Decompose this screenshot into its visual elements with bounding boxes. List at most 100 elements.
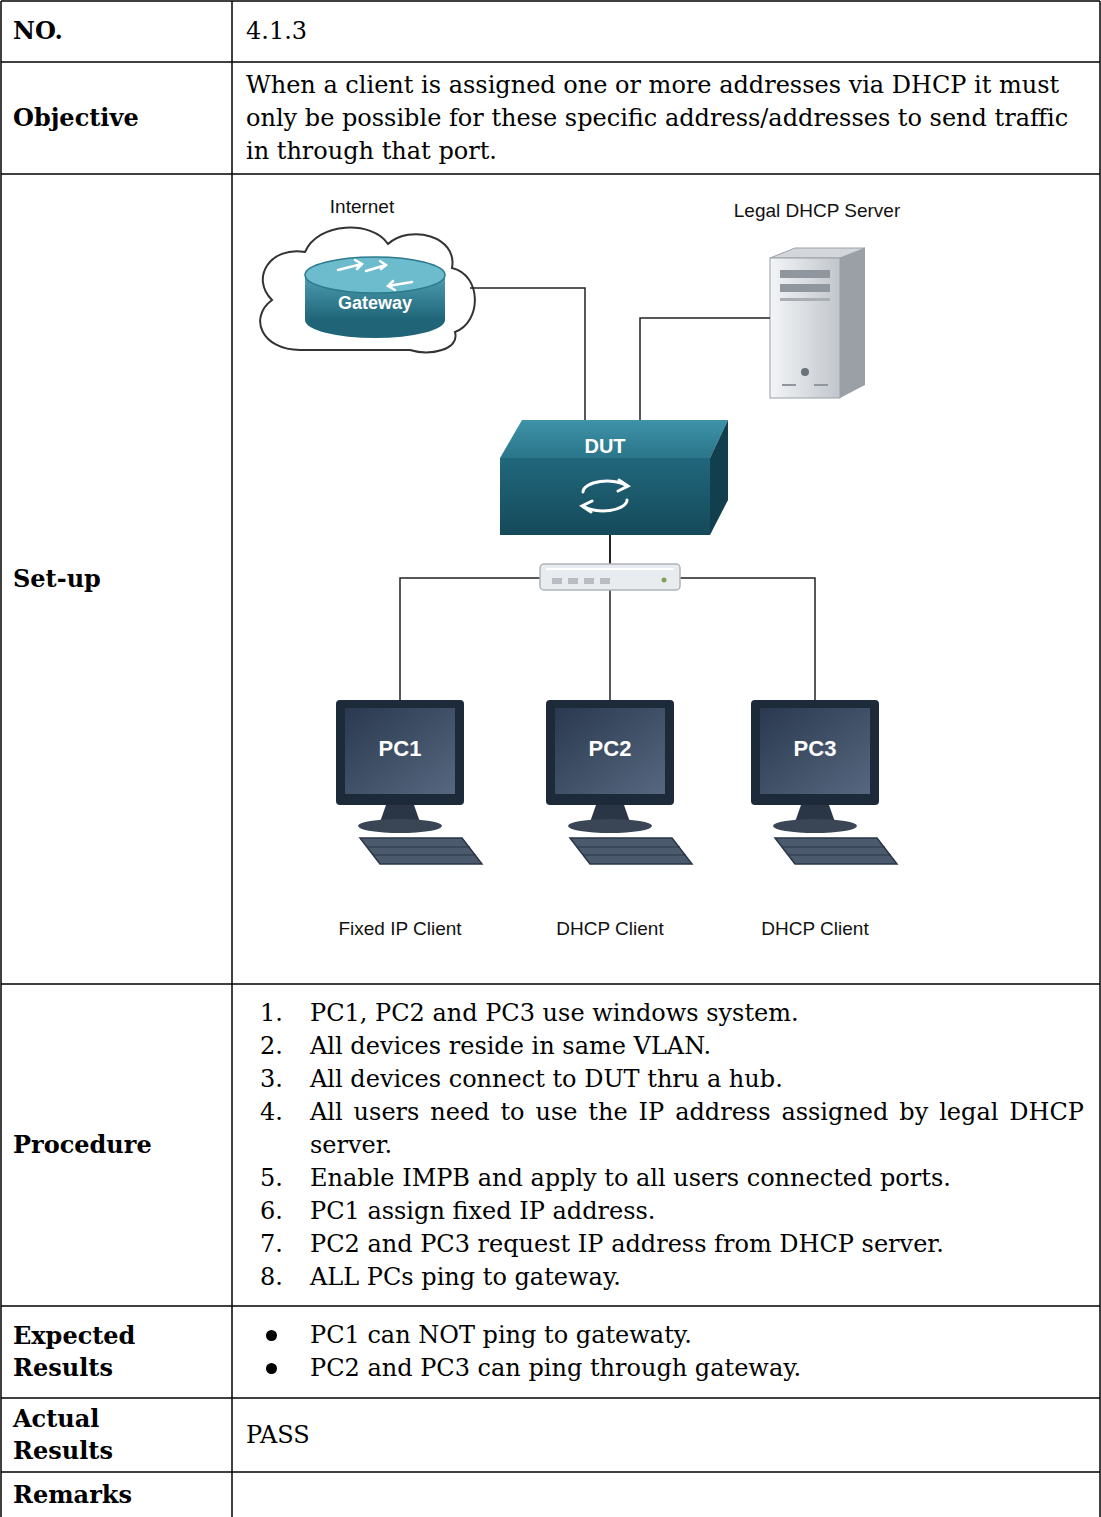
row-body-cell: 4.1.3 bbox=[232, 0, 1100, 62]
server-tower bbox=[780, 298, 830, 301]
row-body-cell: 1.PC1, PC2 and PC3 use windows system.2.… bbox=[232, 984, 1100, 1306]
table-rule bbox=[1, 1397, 1100, 1399]
pc-node: PC3DHCP Client bbox=[751, 700, 879, 805]
step-text: ALL PCs ping to gateway. bbox=[310, 1261, 1084, 1294]
row-header: Remarks bbox=[13, 1479, 132, 1511]
pc-node: PC2DHCP Client bbox=[546, 700, 674, 805]
procedure-step: 5.Enable IMPB and apply to all users con… bbox=[246, 1162, 1084, 1195]
node-text-holder: Internet bbox=[330, 196, 394, 218]
node-text-holder: PC3 bbox=[794, 736, 837, 761]
pc-icon bbox=[336, 700, 482, 864]
step-number: 8. bbox=[246, 1261, 310, 1294]
pc-icon bbox=[546, 700, 692, 864]
table-rule bbox=[1, 61, 1100, 63]
row-header-cell: Actual Results bbox=[1, 1398, 232, 1472]
node-text-holder: DHCP Client bbox=[556, 918, 663, 940]
node-caption: Fixed IP Client bbox=[338, 918, 461, 940]
dut-switch-node: DUT bbox=[500, 420, 728, 535]
table-rule bbox=[0, 1, 2, 1517]
router-icon bbox=[338, 260, 362, 270]
dhcp-server-node: Legal DHCP Server bbox=[770, 248, 865, 398]
node-text-holder: PC2 bbox=[589, 736, 632, 761]
node-caption: DHCP Client bbox=[761, 918, 868, 940]
table-rule bbox=[1099, 1, 1101, 1517]
step-number: 6. bbox=[246, 1195, 310, 1228]
network-link bbox=[400, 535, 610, 700]
table-rule bbox=[1, 173, 1100, 175]
procedure-step: 2.All devices reside in same VLAN. bbox=[246, 1030, 1084, 1063]
procedure-step: 1.PC1, PC2 and PC3 use windows system. bbox=[246, 997, 1084, 1030]
node-caption: Legal DHCP Server bbox=[734, 200, 901, 222]
server-tower bbox=[782, 384, 796, 386]
cell-text: PASS bbox=[246, 1419, 310, 1452]
row-header-cell: Set-up bbox=[1, 174, 232, 984]
step-text: All devices connect to DUT thru a hub. bbox=[310, 1063, 1084, 1096]
hub-icon bbox=[552, 578, 562, 584]
row-header: Objective bbox=[13, 102, 139, 134]
step-number: 3. bbox=[246, 1063, 310, 1096]
pc-node: PC1Fixed IP Client bbox=[336, 700, 464, 805]
row-header-cell: Remarks bbox=[1, 1472, 232, 1517]
step-text: PC1 assign fixed IP address. bbox=[310, 1195, 1084, 1228]
server-tower bbox=[780, 270, 830, 278]
gateway-node: InternetGateway bbox=[255, 240, 470, 352]
step-number: 4. bbox=[246, 1096, 310, 1129]
row-body-cell: PC1 can NOT ping to gatewaty.PC2 and PC3… bbox=[232, 1306, 1100, 1398]
bullet bbox=[246, 1319, 310, 1352]
network-link bbox=[470, 288, 585, 420]
table-rule bbox=[1, 983, 1100, 985]
table-rule bbox=[1, 1471, 1100, 1473]
table-rule bbox=[231, 1, 233, 1517]
hub-icon bbox=[600, 578, 610, 584]
dut-switch-icon bbox=[710, 420, 728, 535]
hub-icon bbox=[540, 564, 680, 590]
hub-icon bbox=[584, 578, 594, 584]
step-text: All users need to use the IP address ass… bbox=[310, 1096, 1084, 1162]
node-text-holder: Gateway bbox=[338, 293, 412, 314]
hub-icon bbox=[540, 564, 680, 590]
router-icon bbox=[305, 257, 445, 338]
row-header: Set-up bbox=[13, 563, 101, 595]
cell-text: 4.1.3 bbox=[246, 15, 307, 48]
dut-switch-icon bbox=[500, 420, 728, 458]
table-rule bbox=[1, 0, 1100, 2]
icon-label: PC2 bbox=[589, 736, 632, 761]
router-icon bbox=[338, 260, 412, 290]
server-tower bbox=[840, 248, 865, 398]
step-number: 2. bbox=[246, 1030, 310, 1063]
bullet-dot bbox=[266, 1330, 277, 1341]
procedure-step: 7.PC2 and PC3 request IP address from DH… bbox=[246, 1228, 1084, 1261]
cell-text: When a client is assigned one or more ad… bbox=[246, 69, 1084, 168]
pc-icon bbox=[751, 700, 897, 864]
procedure-step: 8.ALL PCs ping to gateway. bbox=[246, 1261, 1084, 1294]
step-text: PC2 and PC3 request IP address from DHCP… bbox=[310, 1228, 1084, 1261]
icon-label: DUT bbox=[584, 435, 625, 458]
row-header-cell: NO. bbox=[1, 0, 232, 62]
step-number: 1. bbox=[246, 997, 310, 1030]
node-caption: Internet bbox=[330, 196, 394, 218]
router-icon bbox=[305, 257, 445, 293]
expected-result: PC1 can NOT ping to gatewaty. bbox=[246, 1319, 1084, 1352]
dut-switch-icon bbox=[618, 480, 628, 491]
step-text: Enable IMPB and apply to all users conne… bbox=[310, 1162, 1084, 1195]
router-icon bbox=[388, 281, 412, 290]
server-tower bbox=[770, 248, 865, 398]
server-tower bbox=[814, 384, 828, 386]
icon-label: PC3 bbox=[794, 736, 837, 761]
row-header: Procedure bbox=[13, 1129, 152, 1161]
hub-icon bbox=[568, 578, 578, 584]
internet-cloud bbox=[260, 228, 475, 353]
server-tower bbox=[770, 258, 840, 398]
node-text-holder: DUT bbox=[584, 435, 625, 458]
icon-label: PC1 bbox=[379, 736, 422, 761]
dut-switch-icon bbox=[582, 501, 592, 512]
node-text-holder: PC1 bbox=[379, 736, 422, 761]
row-header-cell: Procedure bbox=[1, 984, 232, 1306]
procedure-step: 3.All devices connect to DUT thru a hub. bbox=[246, 1063, 1084, 1096]
dut-switch-icon bbox=[500, 420, 728, 535]
table-rule bbox=[1, 1305, 1100, 1307]
row-body-cell: When a client is assigned one or more ad… bbox=[232, 62, 1100, 174]
hub-icon bbox=[546, 568, 674, 570]
